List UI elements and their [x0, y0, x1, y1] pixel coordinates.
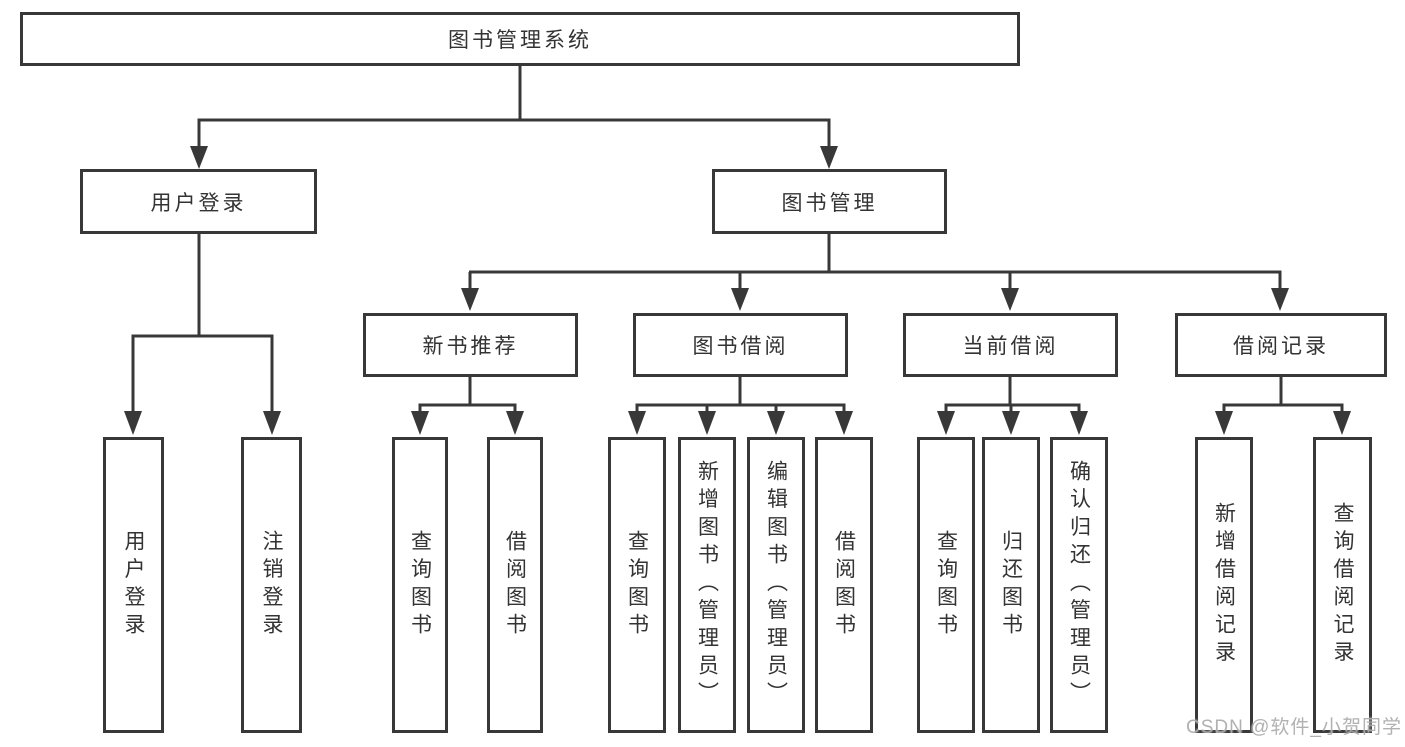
leaf-label: 查询借阅记录 [1331, 501, 1354, 669]
leaf-label: 新增借阅记录 [1212, 501, 1236, 669]
node-label: 新书推荐 [422, 335, 519, 358]
leaf-label: 确认归还（管理员） [1067, 460, 1091, 710]
connector-root-to-level2 [190, 66, 838, 169]
leaf-query-books-under-newbook: 查询图书 [392, 437, 448, 733]
leaf-add-books-admin: 新增图书（管理员） [678, 437, 736, 733]
leaf-label: 新增图书（管理员） [695, 460, 719, 710]
connector-bookmgmt-to-level3 [461, 234, 1289, 311]
leaf-label: 借阅图书 [503, 529, 527, 641]
node-user-login: 用户登录 [80, 169, 317, 234]
connector-userlogin-to-leaves [124, 234, 281, 435]
leaf-borrow-books-under-newbook: 借阅图书 [487, 437, 543, 733]
leaf-confirm-return-admin: 确认归还（管理员） [1050, 437, 1108, 733]
node-borrowing-records: 借阅记录 [1175, 313, 1387, 377]
leaf-query-books-under-current: 查询图书 [917, 437, 975, 733]
node-label: 当前借阅 [962, 335, 1059, 358]
node-label: 借阅记录 [1233, 335, 1329, 358]
leaf-logout: 注销登录 [241, 437, 302, 733]
leaf-label: 查询图书 [625, 529, 649, 641]
connector-borrowing-to-leaves [628, 377, 853, 435]
leaf-label: 注销登录 [260, 529, 283, 641]
connector-newbook-to-leaves [411, 377, 524, 435]
leaf-label: 借阅图书 [832, 529, 856, 641]
node-book-management: 图书管理 [712, 169, 947, 234]
leaf-return-books: 归还图书 [982, 437, 1040, 733]
node-current-borrowing: 当前借阅 [903, 313, 1118, 377]
csdn-watermark: CSDN @软件_小贺同学 [1186, 717, 1402, 738]
leaf-label: 查询图书 [408, 529, 432, 641]
leaf-label: 用户登录 [122, 529, 145, 641]
leaf-borrow-books-under-borrowing: 借阅图书 [815, 437, 873, 733]
leaf-edit-books-admin: 编辑图书（管理员） [747, 437, 805, 733]
leaf-user-login: 用户登录 [103, 437, 164, 733]
node-new-book-recommendation: 新书推荐 [363, 313, 578, 377]
node-book-borrowing: 图书借阅 [633, 313, 848, 377]
leaf-label: 编辑图书（管理员） [764, 460, 788, 710]
node-label: 图书借阅 [692, 335, 789, 358]
leaf-query-borrow-record: 查询借阅记录 [1313, 437, 1372, 733]
connector-current-to-leaves [937, 377, 1088, 435]
connector-records-to-leaves [1215, 377, 1351, 435]
node-label: 图书管理系统 [448, 29, 592, 52]
leaf-label: 查询图书 [934, 529, 958, 641]
leaf-label: 归还图书 [999, 529, 1023, 641]
leaf-add-borrow-record: 新增借阅记录 [1195, 437, 1253, 733]
leaf-query-books-under-borrowing: 查询图书 [608, 437, 666, 733]
node-label: 图书管理 [781, 191, 878, 215]
node-label: 用户登录 [150, 191, 247, 215]
node-library-management-system: 图书管理系统 [20, 12, 1020, 66]
